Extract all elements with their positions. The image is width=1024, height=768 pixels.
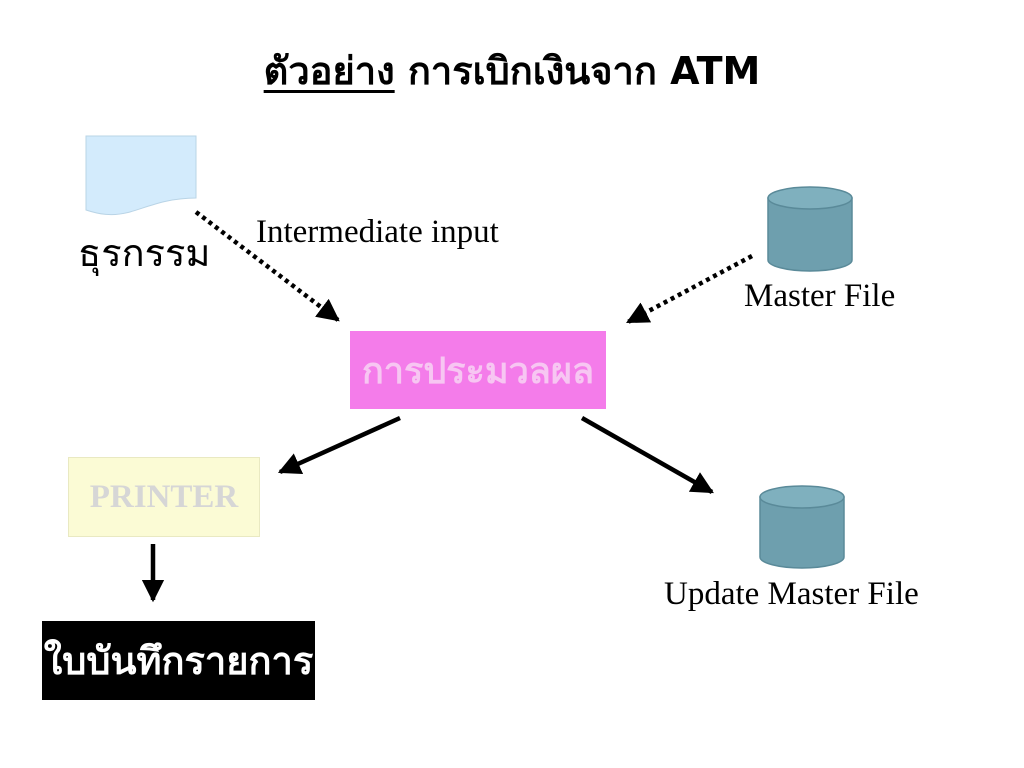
record-label: ใบบันทึกรายการ — [43, 641, 314, 683]
database-cylinder-icon — [767, 186, 853, 272]
arrow-processing-to-update-master — [580, 416, 714, 494]
arrow-processing-to-printer — [277, 415, 401, 475]
intermediate-input-label: Intermediate input — [256, 214, 499, 250]
page-title: ตัวอย่าง การเบิกเงินจาก ATM — [0, 40, 1024, 101]
printer-label: PRINTER — [89, 478, 239, 515]
document-icon — [85, 135, 197, 216]
record-box: ใบบันทึกรายการ — [42, 621, 315, 700]
processing-label: การประมวลผล — [361, 350, 595, 391]
title-underlined: ตัวอย่าง — [263, 49, 395, 93]
arrow-master-file-to-processing — [626, 254, 754, 324]
processing-box: การประมวลผล — [350, 331, 606, 409]
master-file-label: Master File — [744, 278, 896, 314]
printer-box: PRINTER — [68, 457, 260, 537]
update-master-file-label: Update Master File — [664, 576, 919, 612]
database-cylinder-icon — [759, 485, 845, 569]
transaction-label: ธุรกรรม — [78, 233, 211, 275]
arrow-transaction-to-processing — [194, 210, 340, 322]
title-rest: การเบิกเงินจาก ATM — [407, 49, 761, 93]
